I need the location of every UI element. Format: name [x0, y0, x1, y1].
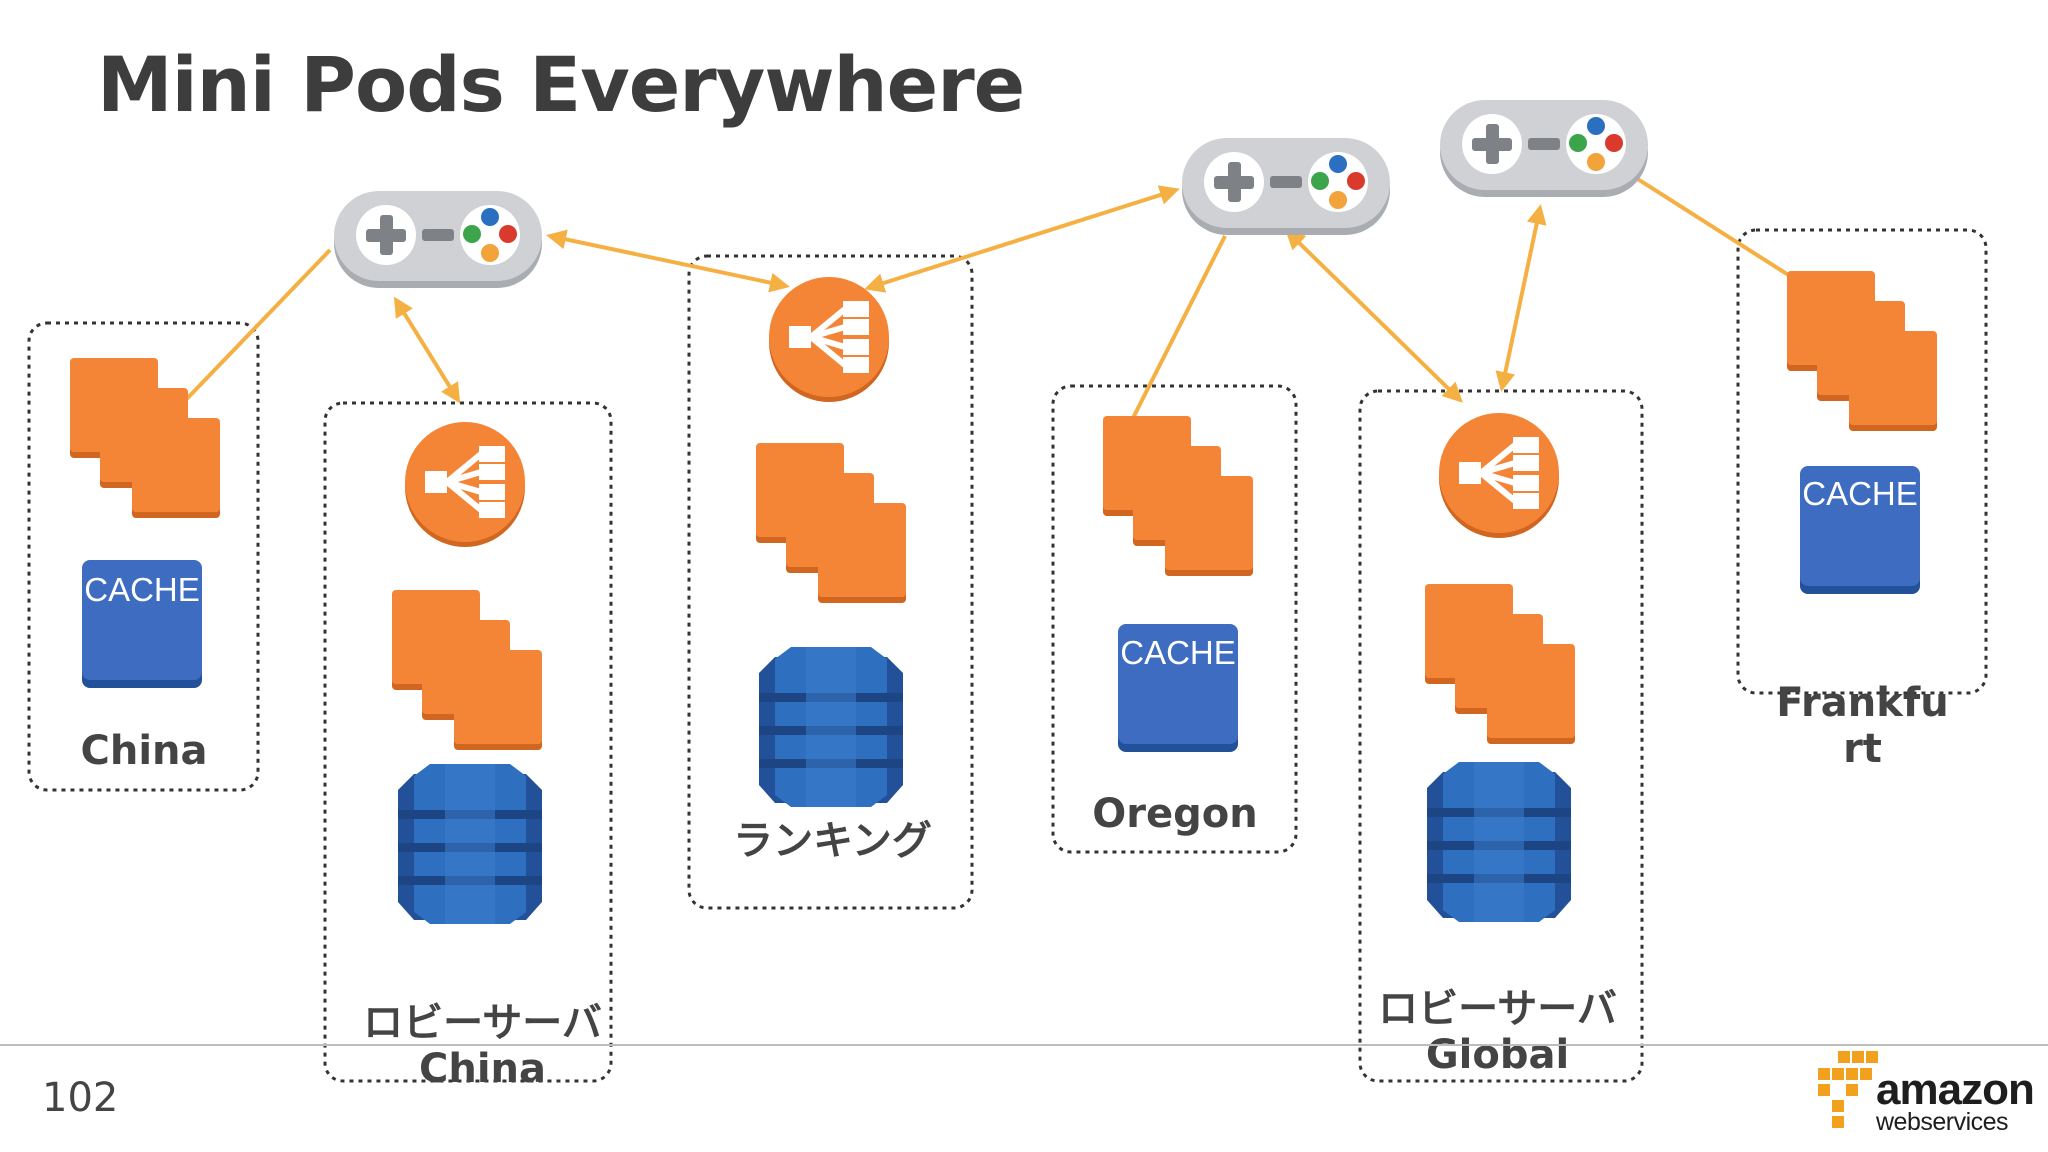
game-controller-icon: [1182, 138, 1390, 235]
region-box-china: [27, 321, 260, 792]
server-stack-icon: [1425, 584, 1575, 744]
game-controller-icon: [1440, 100, 1648, 197]
cache-label: CACHE: [1120, 634, 1236, 671]
region-label-oregon: Oregon: [1092, 791, 1258, 837]
region-label-china: China: [80, 728, 208, 774]
server-stack-icon: [392, 590, 542, 750]
server-stack-icon: [70, 358, 220, 518]
server-stack-icon: [1103, 416, 1253, 576]
aws-logo: amazon webservices: [1876, 1065, 2035, 1136]
region-box-lobby-china: [323, 401, 613, 1083]
region-label-ranking: ランキング: [733, 818, 932, 864]
dynamodb-database-icon: [759, 647, 903, 807]
arrow-controller1-lb-ranking: [546, 229, 790, 293]
footer-divider: [0, 1044, 2048, 1046]
load-balancer-icon: [769, 277, 889, 402]
aws-logo-line2: webservices: [1876, 1108, 2009, 1136]
load-balancer-icon: [405, 422, 525, 547]
region-box-lobby-global: [1358, 389, 1644, 1083]
arrow-controller1-lb-china: [393, 296, 461, 404]
arrow-ranking-controller2: [864, 185, 1180, 293]
cache-label: CACHE: [1802, 475, 1918, 512]
server-stack-icon: [756, 443, 906, 603]
dynamodb-database-icon: [398, 764, 542, 924]
arrow-controller2-lb-global: [1285, 229, 1463, 403]
region-label-lobby-china: ロビーサーバ China: [363, 1000, 602, 1092]
dynamodb-database-icon: [1427, 762, 1571, 922]
aws-logo-line1: amazon: [1876, 1065, 2035, 1114]
region-box-frankfurt: [1736, 228, 1988, 695]
game-controller-icon: [334, 191, 542, 288]
link-controller3-frankfurt: [1634, 176, 1792, 278]
server-stack-icon: [1787, 271, 1937, 431]
load-balancer-icon: [1439, 413, 1559, 538]
cache-label: CACHE: [84, 571, 200, 608]
region-label-frankfurt: Frankfu rt: [1776, 680, 1949, 772]
page-number: 102: [42, 1075, 119, 1121]
region-label-lobby-global: ロビーサーバ Global: [1378, 986, 1617, 1078]
region-box-oregon: [1051, 384, 1298, 854]
aws-logo-icon: [1818, 1051, 1878, 1128]
link-controller2-oregon: [1130, 235, 1227, 421]
slide-title: Mini Pods Everywhere: [97, 40, 1025, 129]
link-china-controller1: [176, 248, 332, 410]
arrow-controller3-lb-global: [1495, 204, 1547, 392]
